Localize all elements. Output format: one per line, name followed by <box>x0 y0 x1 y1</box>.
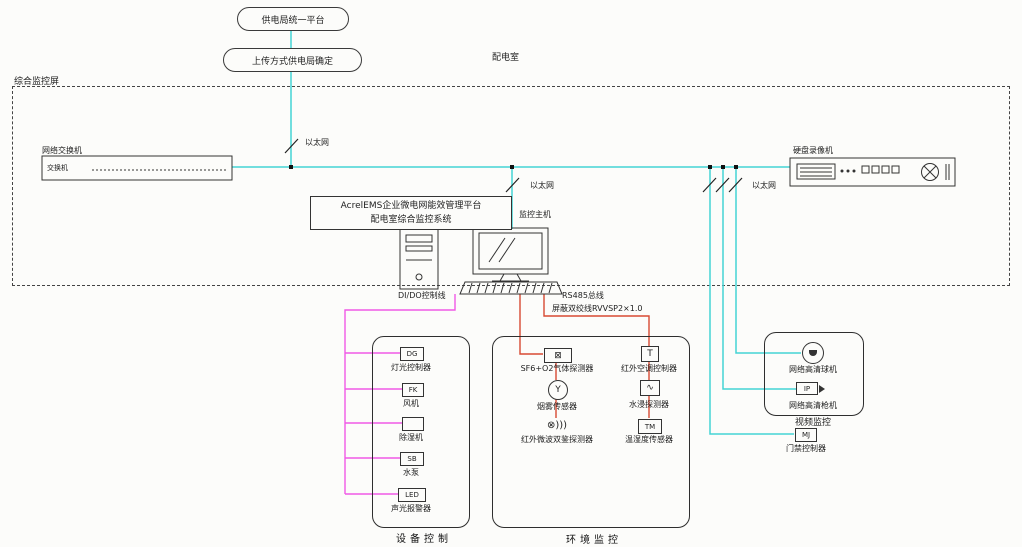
ir-microwave-dual-detector-icon: ⊗))) <box>540 418 574 432</box>
ethernet-label-top: 以太网 <box>305 138 329 147</box>
water-leak-detector-icon: ∿ <box>640 380 660 396</box>
temp-humidity-sensor-icon: TM <box>638 419 662 434</box>
integrated-screen-label: 综合监控屏 <box>14 77 60 87</box>
node-upload-method-label: 上传方式供电局确定 <box>251 56 333 67</box>
water-pump-icon: SB <box>400 452 424 466</box>
sf6-o2-gas-detector-label: SF6+O2气体探测器 <box>520 364 594 373</box>
acrel-platform-line1: AcrelEMS企业微电网能效管理平台 <box>340 201 482 211</box>
switch-inner-label: 交换机 <box>47 164 68 172</box>
water-pump-label: 水泵 <box>403 468 419 477</box>
ethernet-label-mid: 以太网 <box>530 181 554 190</box>
bullet-camera-label: 网络高清枪机 <box>789 401 837 410</box>
temp-humidity-sensor-label: 温湿度传感器 <box>625 435 673 444</box>
water-leak-detector-label: 水浸探测器 <box>629 400 669 409</box>
video-surveillance-title: 视频监控 <box>794 418 832 428</box>
bullet-camera-body: IP <box>796 382 818 395</box>
dome-camera-icon <box>802 342 824 364</box>
env-monitoring-title: 环境监控 <box>566 535 622 546</box>
ir-ac-controller-label: 红外空调控制器 <box>621 364 677 373</box>
node-power-bureau-platform: 供电局统一平台 <box>237 7 349 31</box>
shielded-pair-label: 屏蔽双绞线RVVSP2×1.0 <box>552 304 643 313</box>
dido-bus-label: DI/DO控制线 <box>398 291 446 300</box>
smoke-sensor-label: 烟雾传感器 <box>537 402 577 411</box>
integrated-screen-boundary <box>12 86 1010 286</box>
dehumidifier-label: 除湿机 <box>399 433 423 442</box>
sound-light-alarm-icon: LED <box>398 488 426 502</box>
light-controller-label: 灯光控制器 <box>391 363 431 372</box>
fan-icon: FK <box>402 383 424 397</box>
ethernet-label-right: 以太网 <box>752 181 776 190</box>
sound-light-alarm-label: 声光报警器 <box>391 504 431 513</box>
dome-camera-label: 网络高清球机 <box>789 365 837 374</box>
dehumidifier-icon <box>402 417 424 431</box>
network-switch-title: 网络交换机 <box>42 146 82 155</box>
monitor-host-label: 监控主机 <box>519 210 551 219</box>
node-power-bureau-label: 供电局统一平台 <box>261 15 325 26</box>
device-control-title: 设备控制 <box>396 534 452 545</box>
node-upload-method: 上传方式供电局确定 <box>223 48 362 72</box>
bullet-camera-lens <box>819 384 825 393</box>
access-controller-label: 门禁控制器 <box>786 444 826 453</box>
acrel-platform-box: AcrelEMS企业微电网能效管理平台 配电室综合监控系统 <box>310 196 512 230</box>
smoke-sensor-icon: Y <box>548 380 568 400</box>
fan-label: 风机 <box>403 399 419 408</box>
ir-ac-controller-icon: T <box>641 346 659 362</box>
ir-microwave-dual-detector-label: 红外微波双鉴探测器 <box>521 435 593 444</box>
rs485-bus-label: RS485总线 <box>562 291 604 300</box>
light-controller-icon: DG <box>400 347 424 361</box>
dvr-title: 硬盘录像机 <box>793 146 833 155</box>
sf6-o2-gas-detector-icon: ⊠ <box>544 348 572 363</box>
dome-camera-lens <box>809 350 817 356</box>
access-controller-icon: MJ <box>795 428 817 442</box>
distribution-room-label: 配电室 <box>492 53 520 63</box>
acrel-platform-line2: 配电室综合监控系统 <box>370 215 452 225</box>
bullet-camera-icon: IP <box>796 382 825 395</box>
